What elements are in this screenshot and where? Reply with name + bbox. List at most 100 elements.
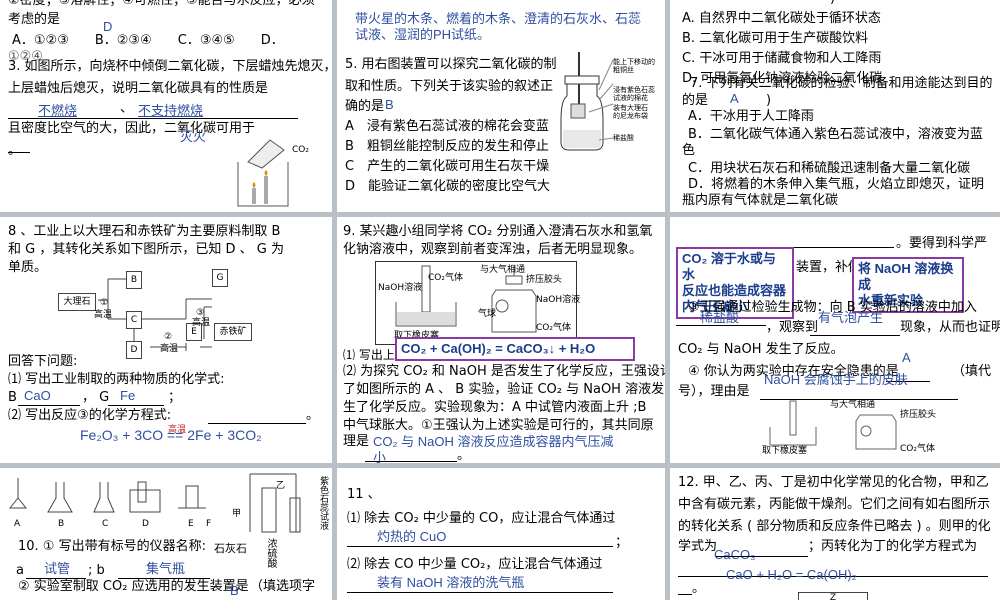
q9c-fig-stopper: 取下橡皮塞 <box>762 446 808 456</box>
fig-atmos: 与大气相通 <box>480 265 526 275</box>
q12-answer-2: CaO + H₂O = Ca(OH)₂ <box>726 567 857 582</box>
q10-line2: ② 实验室制取 CO₂ 应选用的发生装置是 <box>18 579 249 594</box>
edge-label-3-cond: 高温 <box>192 318 211 328</box>
label-h2so4: 浓硫酸 <box>265 538 276 568</box>
panel-q11: 11 、 ⑴ 除去 CO₂ 中少量的 CO，应让混合气体通过 灼热的 CuO ；… <box>337 468 665 600</box>
q11-sub2: ⑵ 除去 CO 中少量 CO₂，应让混合气体通过 <box>347 557 603 572</box>
hl-fix-1: 将 NaOH 溶液换成 <box>858 261 954 292</box>
label-jia: 甲 <box>232 509 242 519</box>
q9c-blank-2 <box>676 325 766 326</box>
q12-blank-1 <box>716 556 808 557</box>
node-c: C <box>126 311 142 329</box>
fig-co2-a: CO₂气体 <box>428 273 463 283</box>
q9c-fig-atmos: 与大气相通 <box>830 400 876 410</box>
q8-sub1: ⑴ 写出工业制取的两种物质的化学式: <box>8 372 225 387</box>
panel-q9: 9. 某兴趣小组同学将 CO₂ 分别通入澄清石灰水和氢氧 化钠溶液中，观察到前者… <box>337 217 665 463</box>
q9c-blank-5 <box>760 399 958 400</box>
q5-line3: 确的是 <box>345 99 385 114</box>
q9c-answer-why: NaOH 会腐蚀手上的皮肤 <box>764 372 908 387</box>
fig-balloon: 气球 <box>478 309 497 319</box>
q8-semicolon: ； <box>168 390 182 405</box>
label-e: E <box>188 519 194 529</box>
q5-line1: 5. 用右图装置可以探究二氧化碳的制 <box>345 57 557 72</box>
q9c-line6: CO₂ 与 NaOH 发生了反应。 <box>678 342 844 357</box>
q3-separator: 、 <box>120 101 134 116</box>
q8-line2: 和 G ，其转化关系如下图所示，已知 D 、 G 为 <box>8 242 284 257</box>
q7-answer: A <box>730 91 739 106</box>
panel-q12: 12. 甲、乙、丙、丁是初中化学常见的化合物，甲和乙 中含有碳元素，丙能做干燥剂… <box>670 468 1000 600</box>
q10-a-prefix: a <box>16 563 24 578</box>
q11-answer-2: 装有 NaOH 溶液的洗气瓶 <box>377 575 525 590</box>
q8-g-blank <box>108 405 164 406</box>
q3-answer-3: 灭火 <box>180 129 207 144</box>
label-b: B <box>58 519 65 529</box>
q9-reason-blank <box>365 461 457 462</box>
q12-line1: 12. 甲、乙、丙、丁是初中化学常见的化合物，甲和乙 <box>678 475 989 490</box>
q8-b-blank <box>18 405 80 406</box>
q9-line1: 9. 某兴趣小组同学将 CO₂ 分别通入澄清石灰水和氢氧 <box>343 224 653 239</box>
q8-g-prefix: ， G <box>82 390 110 405</box>
q3-blank <box>8 152 30 153</box>
q7-option-a: A．干冰用于人工降雨 <box>688 109 814 124</box>
q11-answer-1: 灼热的 CuO <box>377 529 447 544</box>
q3-line5: 。 <box>8 143 22 158</box>
panel-q2-q3: ②密度；③溶解性；④可燃性；⑤能否与水反应，必须 考虑的是 D A．①②③ B．… <box>0 0 332 212</box>
label-f: F <box>206 519 212 529</box>
q8-b-prefix: B <box>8 390 17 405</box>
node-b: B <box>126 271 142 289</box>
q12-blank-3 <box>678 594 692 595</box>
q9-line2: 化钠溶液中，观察到前者变浑浊，后者无明显现象。 <box>343 242 643 257</box>
panel-q6-q7: ) A. 自然界中二氧化碳处于循环状态 B. 二氧化碳可用于生产碳酸饮料 C. … <box>670 0 1000 212</box>
q9c-answer-obs: 有气泡产生 <box>818 310 884 325</box>
q10-answer-device: B <box>230 583 239 598</box>
fig-co2-b: CO₂气体 <box>536 323 571 333</box>
co2-label: CO₂ <box>292 145 309 155</box>
beaker-candle-figure <box>237 139 289 207</box>
fig-remove-stopper: 取下橡皮塞 <box>394 331 440 341</box>
q9c-line7: ④ 你认为两实验中存在安全隐患的是 <box>688 364 899 379</box>
label-c: C <box>102 519 109 529</box>
q2-answer: D <box>103 19 113 34</box>
q9c-blank-1 <box>790 247 894 248</box>
flow-diagram-lines <box>98 278 212 351</box>
q9-sub2-line4: 中气球胀大。①王强认为上述实验是可行的，其共同原 <box>343 418 654 433</box>
q9c-blank-3 <box>810 335 900 336</box>
node-d: D <box>126 341 142 359</box>
q3-line2: 上层蜡烛后熄灭，说明二氧化碳具有的性质是 <box>8 81 269 96</box>
q5-option-c: C 产生的二氧化碳可用生石灰干燥 <box>345 159 550 174</box>
q7-option-b: B．二氧化碳气体通入紫色石蕊试液中，溶液变为蓝 <box>688 127 983 142</box>
reagents-line1: 带火星的木条、燃着的木条、澄清的石灰水、石蕊 <box>355 11 642 26</box>
q11-semicolon: ； <box>615 535 629 550</box>
q3-underline <box>8 118 298 119</box>
q9c-fig-co2: CO₂气体 <box>900 444 935 454</box>
q5-option-b: B 粗铜丝能控制反应的发生和停止 <box>345 139 549 154</box>
q9-answer-equation: CO₂ + Ca(OH)₂ = CaCO₃↓ + H₂O <box>395 337 635 361</box>
q9-apparatus-drawing <box>395 265 537 333</box>
q12-end: 。 <box>692 581 706 596</box>
node-g: G <box>212 269 228 287</box>
q9c-line4: ，观察到 <box>766 320 819 335</box>
apparatus-labels: 能上下移动的 粗铜丝 浸有紫色石蕊 试液的棉花 装有大理石 的尼龙布袋 稀盐酸 <box>613 58 655 142</box>
label-yi: 乙 <box>276 481 286 491</box>
q7-option-c: C．用块状石灰石和稀硫酸迅速制备大量二氧化碳 <box>688 161 971 176</box>
q9c-fig-dropper: 挤压胶头 <box>900 410 937 420</box>
node-hematite: 赤铁矿 <box>214 323 252 341</box>
q6-option-b: B. 二氧化碳可用于生产碳酸饮料 <box>682 31 869 46</box>
fig-dropper: 挤压胶头 <box>526 275 563 285</box>
q12-line2: 中含有碳元素，丙能做干燥剂。它们之间有如右图所示 <box>678 497 991 512</box>
q2-line2: 考虑的是 <box>8 12 61 27</box>
q6-option-c: C. 干冰可用于储藏食物和人工降雨 <box>682 51 882 66</box>
q6-option-a: A. 自然界中二氧化碳处于循环状态 <box>682 11 881 26</box>
q6-option-d: D. 可用氢氧化钠溶液检验二氧化碳 <box>682 71 883 86</box>
q10-b-prefix: ; b <box>88 563 105 578</box>
q9c-answer-reagent: 稀盐酸 <box>700 310 740 325</box>
q8-answer-g: Fe <box>120 388 136 403</box>
label-litmus: 紫色石蕊试液 <box>318 476 328 530</box>
edge-label-2: ② <box>164 332 173 342</box>
panel-q10: A B C D E F 甲 乙 石灰石 浓硫酸 紫色石蕊试液 10. ① 写出带… <box>0 468 332 600</box>
q11-sub1: ⑴ 除去 CO₂ 中少量的 CO，应让混合气体通过 <box>347 511 616 526</box>
panel-q5: 带火星的木条、燃着的木条、澄清的石灰水、石蕊 试液、湿润的PH试纸。 5. 用右… <box>337 0 665 212</box>
label-nylon-bag-2: 的尼龙布袋 <box>613 112 648 120</box>
q9c-line3: ③王强通过检验生成物：向 B 实验后的溶液中加入 <box>688 300 977 315</box>
label-litmus-cotton: 浸有紫色石蕊 <box>613 86 655 94</box>
